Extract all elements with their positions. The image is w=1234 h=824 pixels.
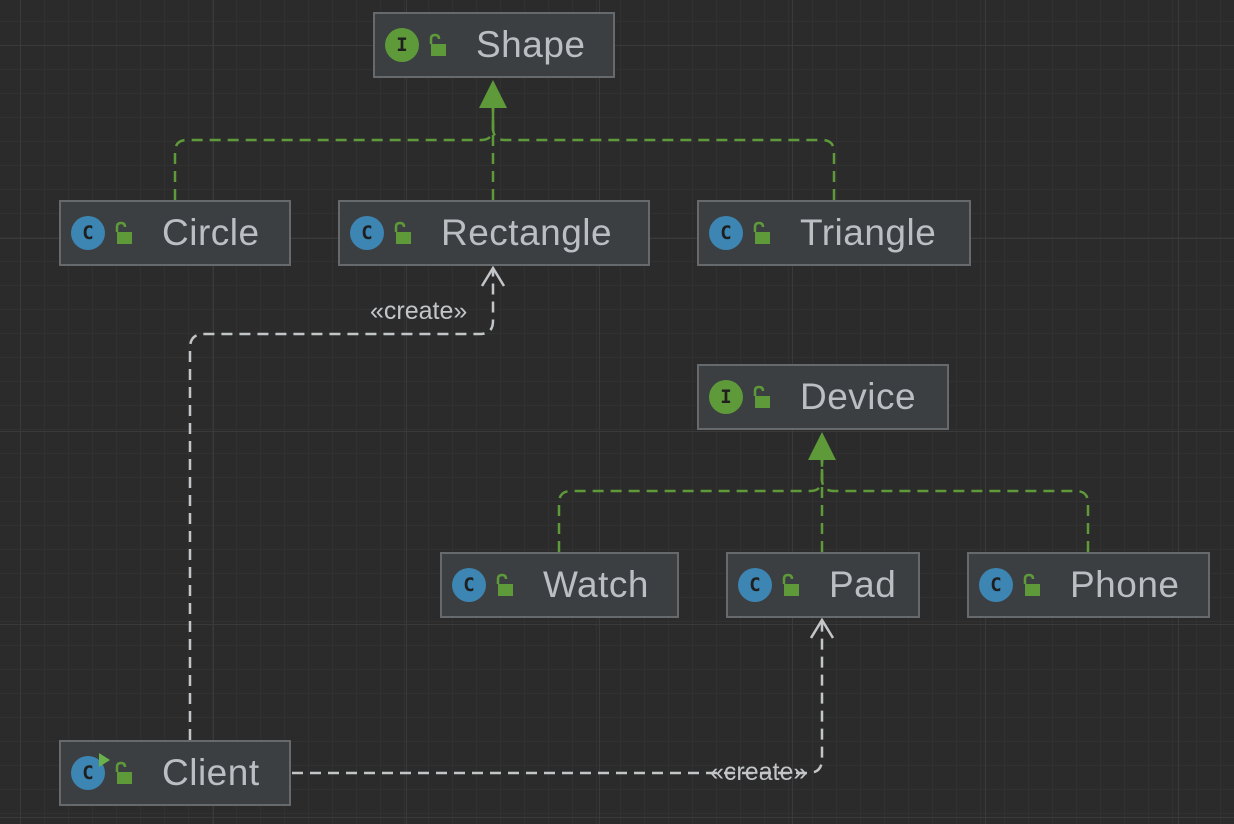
class-kind-letter: C xyxy=(82,762,94,784)
realization-edge-phone-device xyxy=(820,460,1090,552)
class-icon: C xyxy=(738,568,772,602)
dependency-label-client-rectangle: «create» xyxy=(370,297,468,325)
dependency-arrowhead-pad xyxy=(809,617,835,639)
runnable-class-icon: C xyxy=(71,753,110,790)
class-icon: C xyxy=(979,568,1013,602)
class-icon: C xyxy=(709,216,743,250)
unlocked-visibility-icon xyxy=(115,761,132,784)
unlocked-visibility-icon xyxy=(753,221,770,244)
unlocked-visibility-icon xyxy=(394,221,411,244)
interface-icon: I xyxy=(385,28,419,62)
class-node-shape[interactable]: I Shape xyxy=(373,12,615,78)
node-label: Rectangle xyxy=(441,212,613,253)
dependency-edge-client-rectangle xyxy=(188,268,495,740)
class-node-triangle[interactable]: C Triangle xyxy=(697,200,971,266)
unlocked-visibility-icon xyxy=(496,573,513,596)
realization-arrowhead-shape xyxy=(479,80,507,108)
class-node-device[interactable]: I Device xyxy=(697,364,949,430)
class-icon: C xyxy=(350,216,384,250)
dependency-edge-client-pad xyxy=(292,620,824,775)
class-node-rectangle[interactable]: C Rectangle xyxy=(338,200,650,266)
dependency-label-client-pad: «create» xyxy=(710,758,808,786)
node-label: Phone xyxy=(1070,564,1180,605)
node-label: Device xyxy=(800,376,917,417)
node-label: Triangle xyxy=(800,212,937,253)
node-label: Pad xyxy=(829,564,897,605)
node-label: Watch xyxy=(543,564,649,605)
node-label: Shape xyxy=(476,24,586,65)
unlocked-visibility-icon xyxy=(782,573,799,596)
class-icon: C xyxy=(452,568,486,602)
interface-icon: I xyxy=(709,380,743,414)
class-node-circle[interactable]: C Circle xyxy=(59,200,291,266)
dependency-arrowhead-rectangle xyxy=(480,265,506,287)
run-badge-icon xyxy=(99,753,110,767)
class-node-phone[interactable]: C Phone xyxy=(967,552,1210,618)
realization-edge-circle-shape xyxy=(173,108,495,200)
class-node-watch[interactable]: C Watch xyxy=(440,552,679,618)
realization-edge-triangle-shape xyxy=(491,108,836,200)
node-label: Circle xyxy=(162,212,260,253)
node-label: Client xyxy=(162,752,260,793)
unlocked-visibility-icon xyxy=(429,33,446,56)
class-node-client[interactable]: C Client xyxy=(59,740,291,806)
realization-edge-watch-device xyxy=(557,460,824,552)
class-icon: C xyxy=(71,216,105,250)
realization-arrowhead-device xyxy=(808,432,836,460)
unlocked-visibility-icon xyxy=(753,385,770,408)
class-node-pad[interactable]: C Pad xyxy=(726,552,920,618)
unlocked-visibility-icon xyxy=(1023,573,1040,596)
unlocked-visibility-icon xyxy=(115,221,132,244)
